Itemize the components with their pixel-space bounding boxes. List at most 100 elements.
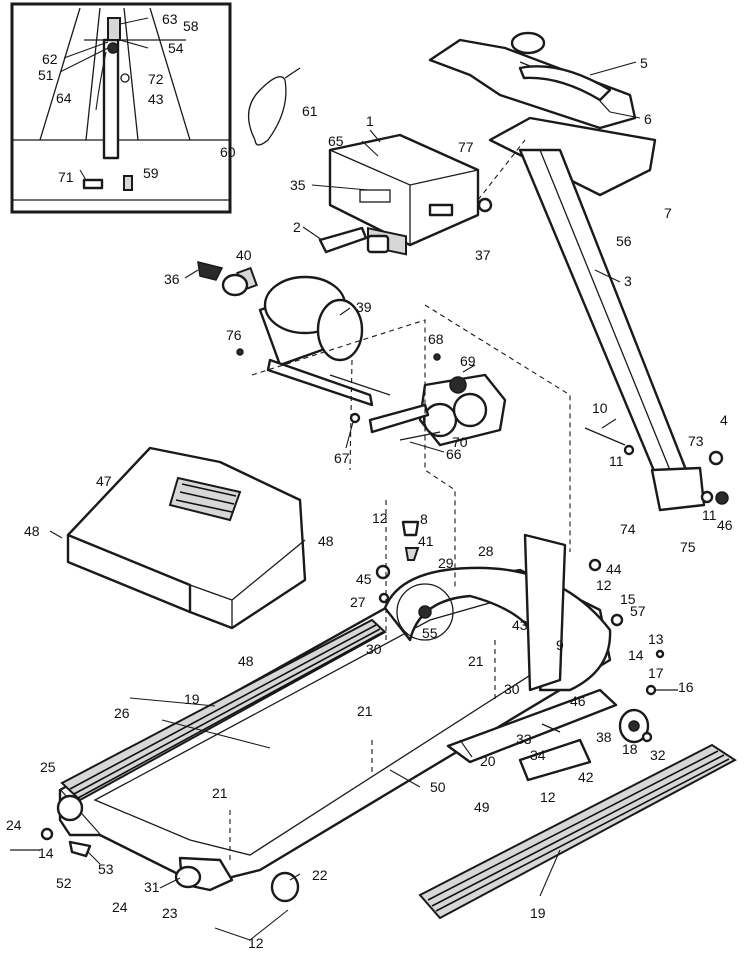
callout-60: 60 [220, 144, 236, 160]
callout-20: 20 [480, 753, 496, 769]
callout-46: 46 [717, 517, 733, 533]
callout-62: 62 [42, 51, 58, 67]
elevation-motor [368, 373, 507, 447]
callout-12: 12 [372, 510, 388, 526]
callout-1: 1 [366, 113, 374, 129]
callout-11: 11 [609, 453, 624, 469]
callout-31: 31 [144, 879, 160, 895]
callout-29: 29 [438, 555, 454, 571]
rear-roller-bracket [270, 688, 650, 903]
side-rail-left [60, 618, 387, 802]
callout-5: 5 [640, 55, 648, 71]
callout-8: 8 [420, 511, 428, 527]
callout-16: 16 [678, 679, 694, 695]
callout-15: 15 [620, 591, 636, 607]
callout-10: 10 [592, 400, 608, 416]
callout-73: 73 [688, 433, 704, 449]
callout-65: 65 [328, 133, 344, 149]
callout-66: 66 [446, 446, 462, 462]
treadmill-base [56, 568, 612, 892]
callout-69: 69 [460, 353, 476, 369]
rear-frame-hoop [383, 533, 612, 692]
callout-61: 61 [302, 103, 318, 119]
callout-2: 2 [293, 219, 301, 235]
callout-23: 23 [162, 905, 178, 921]
clip-key [318, 226, 390, 254]
callout-58: 58 [183, 18, 199, 34]
callout-43: 43 [512, 617, 528, 633]
inset-detail-view [10, 2, 232, 214]
callout-47: 47 [96, 473, 112, 489]
callout-75: 75 [680, 539, 696, 555]
callout-39: 39 [356, 299, 372, 315]
callout-74: 74 [620, 521, 636, 537]
callout-72: 72 [148, 71, 164, 87]
callout-50: 50 [430, 779, 446, 795]
drive-motor [197, 261, 391, 407]
callout-9: 9 [556, 637, 564, 653]
callout-53: 53 [98, 861, 114, 877]
upright-post [518, 148, 706, 512]
callout-67: 67 [334, 450, 350, 466]
callout-30: 30 [504, 681, 520, 697]
callout-33: 33 [516, 731, 532, 747]
callout-12: 12 [540, 789, 556, 805]
callout-55: 55 [422, 625, 438, 641]
callout-52: 52 [56, 875, 72, 891]
side-rail-right [418, 743, 737, 920]
callout-54: 54 [168, 40, 184, 56]
callout-28: 28 [478, 543, 494, 559]
callout-3: 3 [624, 273, 632, 289]
fasteners [10, 348, 729, 858]
callout-77: 77 [458, 139, 474, 155]
callout-37: 37 [475, 247, 491, 263]
callout-76: 76 [226, 327, 242, 343]
callout-25: 25 [40, 759, 56, 775]
callout-4: 4 [720, 412, 728, 428]
callout-42: 42 [578, 769, 594, 785]
callout-48: 48 [238, 653, 254, 669]
callout-24: 24 [112, 899, 128, 915]
callout-41: 41 [418, 533, 434, 549]
callout-35: 35 [290, 177, 306, 193]
callout-43: 43 [148, 91, 164, 107]
callout-68: 68 [428, 331, 444, 347]
callout-14: 14 [628, 647, 644, 663]
callout-21: 21 [468, 653, 484, 669]
assembly-dashed-lines [229, 139, 571, 860]
motor-hood [66, 446, 307, 630]
callout-6: 6 [644, 111, 652, 127]
callout-63: 63 [162, 11, 178, 27]
callout-19: 19 [184, 691, 200, 707]
callout-22: 22 [312, 867, 328, 883]
callout-26: 26 [114, 705, 130, 721]
callout-64: 64 [56, 90, 72, 106]
callout-11: 11 [702, 507, 717, 523]
callout-44: 44 [606, 561, 622, 577]
callout-30: 30 [366, 641, 382, 657]
callout-27: 27 [350, 594, 366, 610]
callout-13: 13 [648, 631, 664, 647]
callout-48: 48 [24, 523, 40, 539]
callout-21: 21 [212, 785, 228, 801]
callout-34: 34 [530, 747, 546, 763]
callout-leader-lines [49, 17, 641, 941]
callout-labels: 63 58 54 62 51 72 43 64 71 59 60 61 1 65… [6, 11, 733, 951]
callout-12: 12 [596, 577, 612, 593]
callout-57: 57 [630, 603, 646, 619]
callout-49: 49 [474, 799, 490, 815]
callout-36: 36 [164, 271, 180, 287]
callout-48: 48 [318, 533, 334, 549]
callout-45: 45 [356, 571, 372, 587]
callout-24: 24 [6, 817, 22, 833]
callout-56: 56 [616, 233, 632, 249]
callout-7: 7 [664, 205, 672, 221]
callout-38: 38 [596, 729, 612, 745]
handlebar-frame [428, 31, 657, 197]
callout-59: 59 [143, 165, 159, 181]
callout-51: 51 [38, 67, 54, 83]
callout-14: 14 [38, 845, 54, 861]
callout-70: 70 [452, 434, 468, 450]
callout-21: 21 [357, 703, 373, 719]
